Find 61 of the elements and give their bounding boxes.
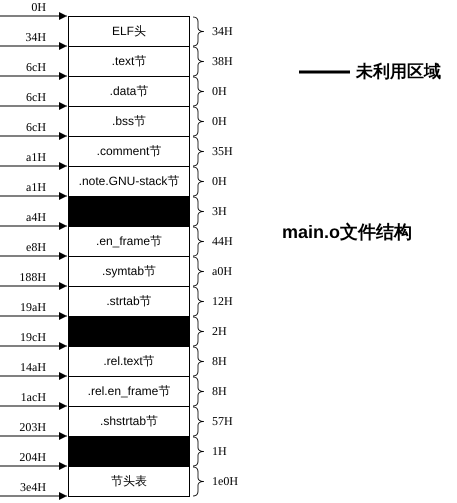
section-box (68, 226, 190, 257)
section-name: .text节 (112, 53, 146, 70)
size-label: 0H (212, 114, 227, 128)
size-label: 2H (212, 324, 227, 338)
size-label: 34H (212, 24, 233, 38)
offset-label: 6cH (26, 60, 46, 75)
size-label: 0H (212, 174, 227, 188)
section-name: .shstrtab节 (100, 413, 158, 430)
size-label: 1H (212, 444, 227, 458)
size-label: 38H (212, 54, 233, 68)
offset-label: 3e4H (20, 480, 46, 495)
size-label: 44H (212, 234, 233, 248)
size-label: 8H (212, 384, 227, 398)
offset-label: 14aH (20, 360, 46, 375)
section-name: 节头表 (111, 473, 147, 490)
offset-label: 6cH (26, 90, 46, 105)
offset-label: a4H (26, 210, 46, 225)
unused-block (68, 196, 190, 227)
size-label: 12H (212, 294, 233, 308)
section-name: .rel.text节 (103, 353, 155, 370)
section-name: .note.GNU-stack节 (78, 173, 180, 190)
section-box (68, 76, 190, 107)
offset-label: 1acH (20, 390, 46, 405)
size-label: 0H (212, 84, 227, 98)
offset-label: 6cH (26, 120, 46, 135)
offset-label: a1H (26, 150, 46, 165)
section-box (68, 136, 190, 167)
section-box (68, 376, 190, 407)
section-name: ELF头 (112, 23, 146, 40)
size-label: 8H (212, 354, 227, 368)
unused-block (68, 316, 190, 347)
unused-block (68, 436, 190, 467)
section-name: .symtab节 (102, 263, 156, 280)
section-box (68, 346, 190, 377)
section-box (68, 46, 190, 77)
section-name: .comment节 (96, 143, 162, 160)
offset-label: 19cH (20, 330, 46, 345)
size-label: 3H (212, 204, 227, 218)
size-label: 1e0H (212, 474, 238, 488)
section-name: .data节 (110, 83, 148, 100)
section-box (68, 16, 190, 47)
section-name: .strtab节 (106, 293, 152, 310)
section-box (68, 466, 190, 497)
size-label: a0H (212, 264, 232, 278)
offset-label: 0H (31, 0, 46, 15)
offset-label: a1H (26, 180, 46, 195)
section-box (68, 106, 190, 137)
section-name: .rel.en_frame节 (88, 383, 170, 400)
offset-label: 34H (25, 30, 46, 45)
section-box (68, 256, 190, 287)
offset-label: 188H (19, 270, 46, 285)
offset-label: 204H (19, 450, 46, 465)
size-label: 57H (212, 414, 233, 428)
offset-label: e8H (26, 240, 46, 255)
title: main.o文件结构 (282, 221, 412, 244)
size-label: 35H (212, 144, 233, 158)
section-name: .bss节 (112, 113, 146, 130)
section-name: .en_frame节 (96, 233, 162, 250)
legend-text: 未利用区域 (356, 61, 441, 83)
offset-label: 19aH (20, 300, 46, 315)
offset-label: 203H (19, 420, 46, 435)
